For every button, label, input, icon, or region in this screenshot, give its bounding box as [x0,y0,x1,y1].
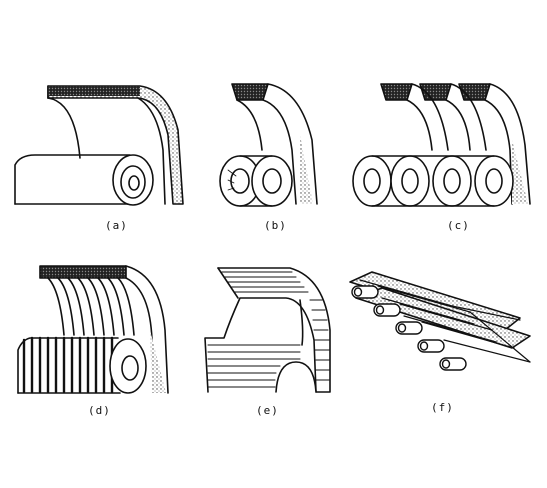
panel-b-v-belt-icon [219,83,318,207]
caption-c: (c) [447,219,470,232]
caption-a: (a) [105,219,128,232]
panel-e-timing-belt-icon [204,267,331,393]
caption-f: (f) [431,401,454,414]
panel-a-flat-belt-icon [14,85,184,206]
caption-d: (d) [88,404,111,417]
panel-c-multi-v-belt-icon [352,83,531,207]
caption-b: (b) [264,219,287,232]
caption-e: (e) [256,404,279,417]
panel-d-ribbed-belt-icon [17,265,169,394]
panel-f-roller-chain-icon [349,271,531,371]
